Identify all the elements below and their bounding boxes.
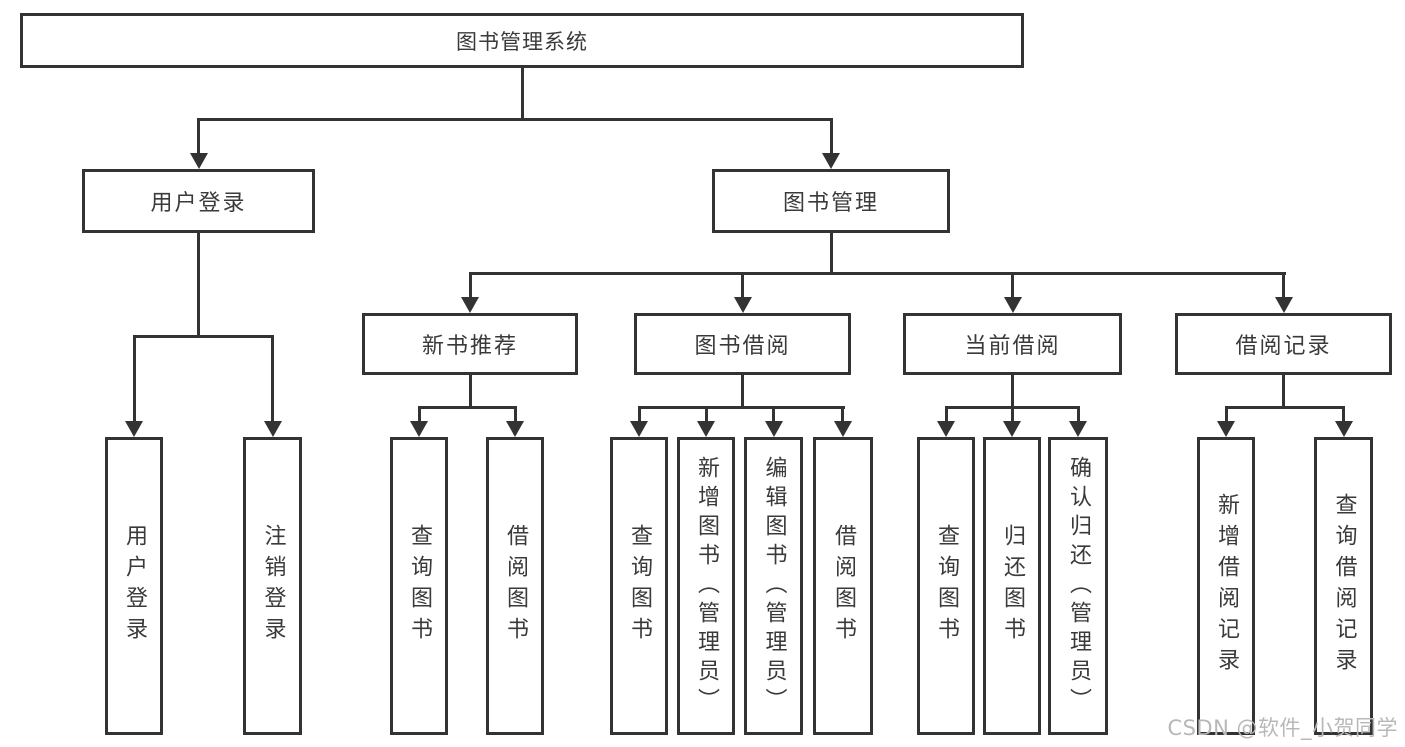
node-bb-query-books: 查询图书 bbox=[610, 437, 668, 735]
csdn-watermark: CSDN @软件_小贺同学 bbox=[1167, 716, 1398, 740]
node-bb-borrow-books-label: 借阅图书 bbox=[831, 524, 856, 648]
node-br-query-record-label: 查询借阅记录 bbox=[1331, 493, 1357, 679]
arrowhead-down-icon bbox=[1004, 297, 1022, 313]
line-segment bbox=[830, 233, 833, 274]
node-borrow-records-label: 借阅记录 bbox=[1235, 334, 1332, 359]
line-segment bbox=[741, 375, 744, 407]
line-segment bbox=[638, 406, 845, 409]
node-nb-query-books-label: 查询图书 bbox=[407, 524, 432, 648]
arrowhead-down-icon bbox=[834, 421, 852, 437]
node-bb-add-books-admin-label: 新增图书（管理员） bbox=[694, 455, 719, 717]
line-segment bbox=[521, 67, 524, 119]
arrowhead-down-icon bbox=[734, 297, 752, 313]
line-segment bbox=[772, 406, 775, 424]
node-book-borrowing: 图书借阅 bbox=[634, 313, 851, 375]
line-segment bbox=[1342, 406, 1345, 424]
line-segment bbox=[418, 406, 517, 409]
node-book-management: 图书管理 bbox=[712, 169, 950, 233]
node-bb-edit-books-admin: 编辑图书（管理员） bbox=[744, 437, 803, 735]
node-cb-query-books: 查询图书 bbox=[917, 437, 975, 735]
arrowhead-down-icon bbox=[506, 421, 524, 437]
node-user-login-label: 用户登录 bbox=[150, 191, 247, 216]
arrowhead-down-icon bbox=[1335, 421, 1353, 437]
arrowhead-down-icon bbox=[1069, 421, 1087, 437]
node-br-add-record: 新增借阅记录 bbox=[1197, 437, 1255, 735]
node-book-management-label: 图书管理 bbox=[782, 191, 879, 216]
node-user-login: 用户登录 bbox=[82, 169, 315, 233]
node-cb-return-books-label: 归还图书 bbox=[1000, 524, 1025, 648]
node-bb-add-books-admin: 新增图书（管理员） bbox=[677, 437, 735, 735]
node-new-book-recommend: 新书推荐 bbox=[362, 313, 578, 375]
line-segment bbox=[469, 272, 472, 302]
arrowhead-down-icon bbox=[822, 153, 840, 169]
line-segment bbox=[469, 375, 472, 407]
line-segment bbox=[197, 118, 200, 158]
node-library-system: 图书管理系统 bbox=[20, 13, 1024, 68]
node-logout-label: 注销登录 bbox=[260, 524, 286, 648]
line-segment bbox=[133, 335, 274, 338]
line-segment bbox=[271, 335, 274, 423]
node-bb-query-books-label: 查询图书 bbox=[627, 524, 652, 648]
line-segment bbox=[197, 118, 833, 121]
arrowhead-down-icon bbox=[461, 297, 479, 313]
node-current-borrowing: 当前借阅 bbox=[903, 313, 1122, 375]
line-segment bbox=[1011, 272, 1014, 302]
node-logout: 注销登录 bbox=[243, 437, 302, 735]
node-cb-confirm-return-admin: 确认归还（管理员） bbox=[1048, 437, 1108, 735]
node-current-borrowing-label: 当前借阅 bbox=[964, 334, 1061, 359]
line-segment bbox=[1011, 406, 1014, 424]
line-segment bbox=[133, 335, 136, 423]
node-cb-query-books-label: 查询图书 bbox=[934, 524, 959, 648]
node-nb-query-books: 查询图书 bbox=[390, 437, 448, 735]
line-segment bbox=[197, 233, 200, 337]
line-segment bbox=[418, 406, 421, 424]
line-segment bbox=[841, 406, 844, 424]
node-bb-edit-books-admin-label: 编辑图书（管理员） bbox=[761, 455, 787, 717]
node-borrow-records: 借阅记录 bbox=[1175, 313, 1392, 375]
node-br-query-record: 查询借阅记录 bbox=[1314, 437, 1373, 735]
node-cb-confirm-return-admin-label: 确认归还（管理员） bbox=[1066, 455, 1091, 717]
arrowhead-down-icon bbox=[264, 421, 282, 437]
line-segment bbox=[514, 406, 517, 424]
line-segment bbox=[1011, 375, 1014, 407]
arrowhead-down-icon bbox=[630, 421, 648, 437]
node-nb-borrow-books-label: 借阅图书 bbox=[503, 524, 528, 648]
node-library-system-label: 图书管理系统 bbox=[456, 29, 588, 54]
node-new-book-recommend-label: 新书推荐 bbox=[421, 334, 518, 359]
arrowhead-down-icon bbox=[765, 421, 783, 437]
line-segment bbox=[1225, 406, 1345, 409]
line-segment bbox=[469, 272, 1286, 275]
node-user-login-leaf-label: 用户登录 bbox=[122, 524, 147, 648]
node-cb-return-books: 归还图书 bbox=[983, 437, 1041, 735]
arrowhead-down-icon bbox=[190, 153, 208, 169]
arrowhead-down-icon bbox=[1003, 421, 1021, 437]
node-book-borrowing-label: 图书借阅 bbox=[694, 334, 791, 359]
arrowhead-down-icon bbox=[697, 421, 715, 437]
line-segment bbox=[1282, 272, 1285, 302]
line-segment bbox=[638, 406, 641, 424]
line-segment bbox=[1225, 406, 1228, 424]
line-segment bbox=[1077, 406, 1080, 424]
arrowhead-down-icon bbox=[125, 421, 143, 437]
node-bb-borrow-books: 借阅图书 bbox=[813, 437, 873, 735]
node-user-login-leaf: 用户登录 bbox=[105, 437, 163, 735]
line-segment bbox=[741, 272, 744, 302]
line-segment bbox=[705, 406, 708, 424]
line-segment bbox=[830, 118, 833, 158]
line-segment bbox=[945, 406, 948, 424]
node-nb-borrow-books: 借阅图书 bbox=[486, 437, 544, 735]
line-segment bbox=[1282, 375, 1285, 407]
arrowhead-down-icon bbox=[1275, 297, 1293, 313]
node-br-add-record-label: 新增借阅记录 bbox=[1214, 493, 1239, 679]
arrowhead-down-icon bbox=[1217, 421, 1235, 437]
arrowhead-down-icon bbox=[937, 421, 955, 437]
arrowhead-down-icon bbox=[410, 421, 428, 437]
